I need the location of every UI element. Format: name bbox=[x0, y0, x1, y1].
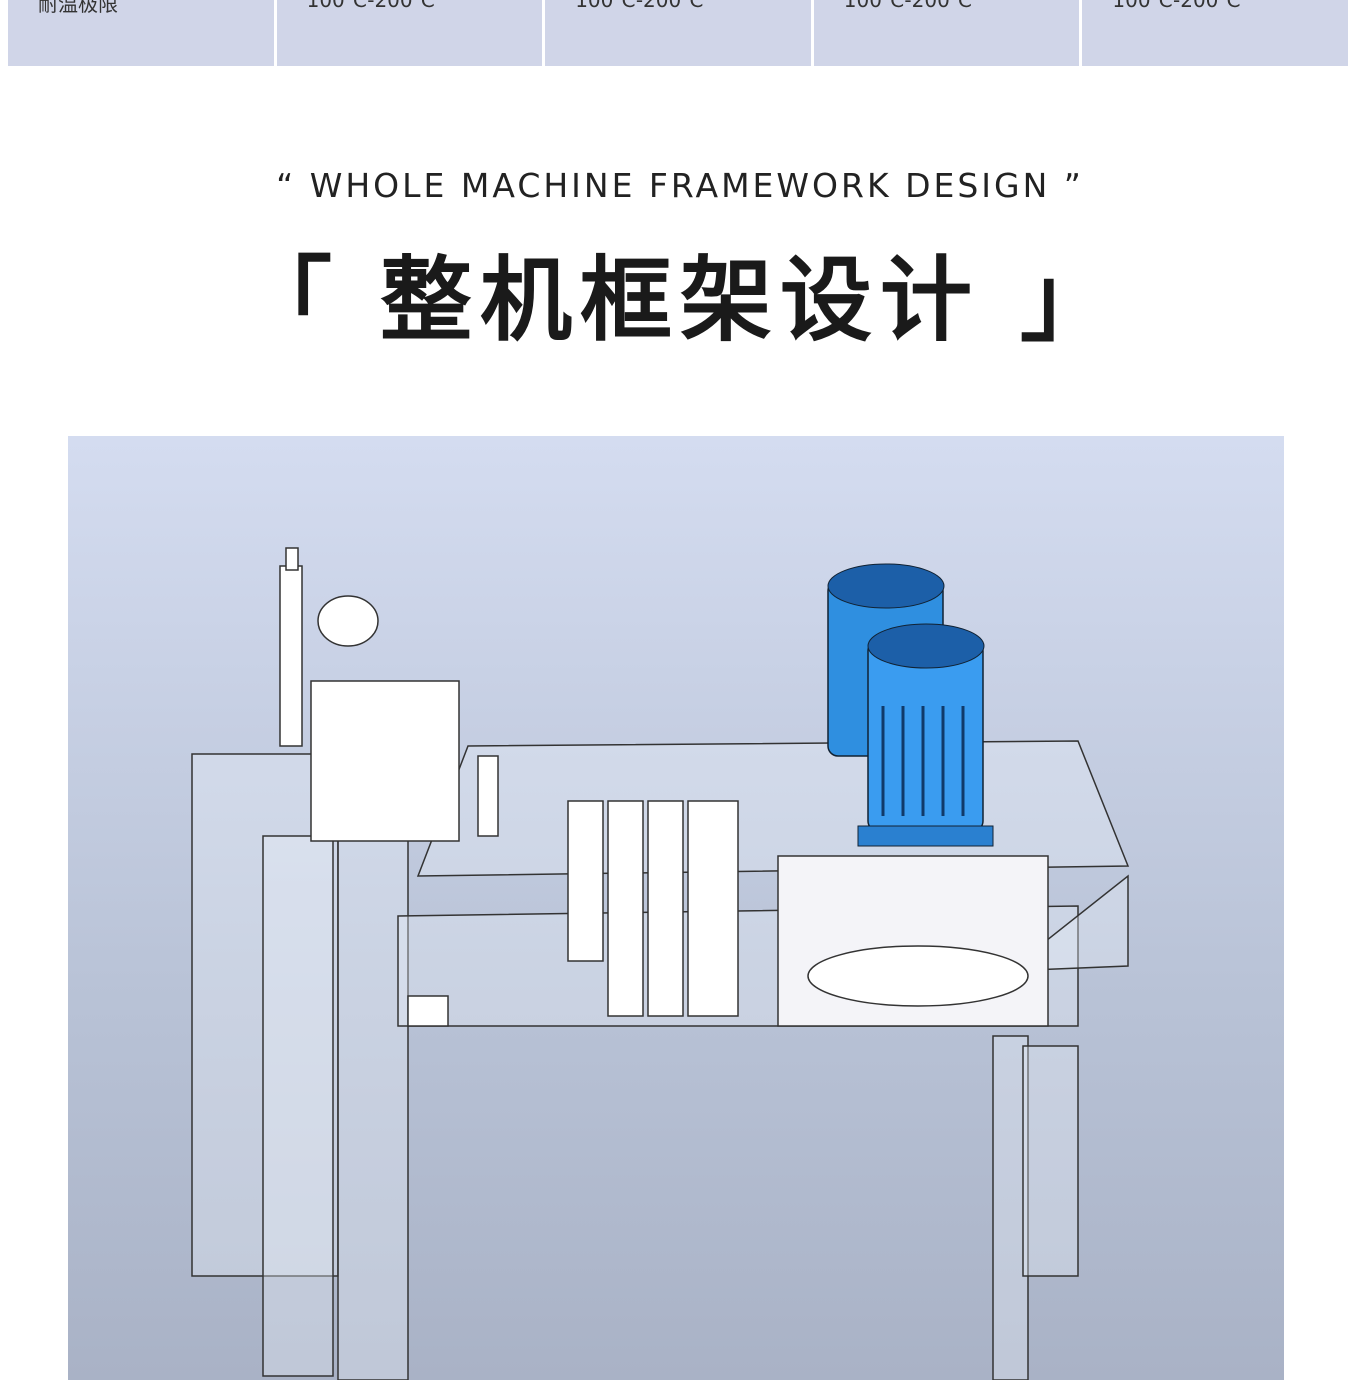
motor-icon bbox=[827, 563, 994, 847]
cell-text: 100℃-200℃ bbox=[1112, 0, 1241, 12]
table-cell: 100℃-200℃ bbox=[545, 0, 811, 66]
spec-table-row: 耐温极限 100℃-200℃ 100℃-200℃ 100℃-200℃ 100℃-… bbox=[8, 0, 1348, 66]
cell-text: 100℃-200℃ bbox=[306, 0, 436, 12]
table-cell: 100℃-200℃ bbox=[1082, 0, 1348, 66]
table-cell: 100℃-200℃ bbox=[813, 0, 1080, 66]
section-title-cn: 「 整机框架设计 」 bbox=[239, 247, 1121, 354]
cell-text: 耐温极限 bbox=[38, 0, 118, 16]
cell-text: 100℃-200℃ bbox=[575, 0, 704, 12]
hopper-box bbox=[310, 680, 460, 842]
machine-drawing bbox=[191, 547, 1130, 1381]
machine-framework-illustration bbox=[68, 436, 1284, 1381]
cell-text: 100℃-200℃ bbox=[843, 0, 973, 12]
table-cell-label: 耐温极限 bbox=[8, 0, 274, 66]
table-cell: 100℃-200℃ bbox=[276, 0, 543, 66]
section-subtitle-en: “ WHOLE MACHINE FRAMEWORK DESIGN ” bbox=[276, 166, 1084, 205]
